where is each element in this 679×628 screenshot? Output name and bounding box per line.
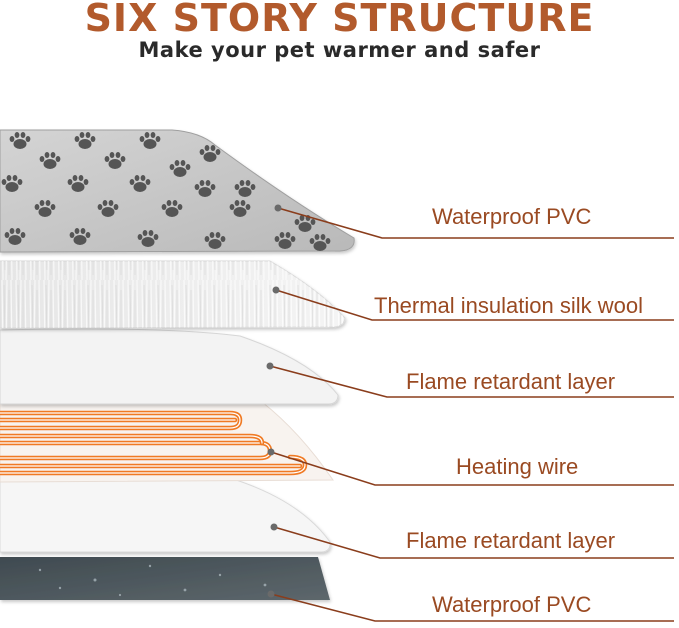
paw-print-icon	[204, 232, 226, 249]
page-title: SIX STORY STRUCTURE	[84, 0, 595, 40]
label-flame-retardant-upper: Flame retardant layer	[406, 369, 616, 394]
leader-lines	[269, 207, 674, 622]
paw-print-icon	[161, 200, 183, 217]
paw-print-icon	[274, 232, 296, 249]
paw-print-icon	[9, 132, 31, 149]
heating-wire-coil	[0, 410, 308, 476]
leader-markers	[266, 204, 282, 598]
label-heating-wire: Heating wire	[456, 454, 579, 479]
paw-print-icon	[104, 152, 126, 169]
paw-print-icon	[199, 145, 221, 162]
paw-print-icon	[34, 200, 56, 217]
marker-5	[270, 523, 278, 531]
layer-flame-retardant-upper	[0, 328, 339, 405]
paw-print-icon	[4, 228, 26, 245]
paw-print-icon	[309, 234, 331, 251]
paw-print-icon	[169, 160, 191, 177]
layer-top-pvc	[0, 129, 355, 253]
paw-print-pattern	[1, 132, 331, 251]
paw-print-icon	[234, 180, 256, 197]
marker-1	[274, 204, 282, 212]
layer-bottom-pvc	[0, 557, 330, 600]
label-thermal-insulation: Thermal insulation silk wool	[374, 293, 643, 318]
paw-print-icon	[69, 228, 91, 245]
paw-print-icon	[229, 200, 251, 217]
layer-flame-retardant-lower	[0, 473, 331, 553]
paw-print-icon	[1, 175, 23, 192]
marker-6	[267, 590, 275, 598]
paw-print-icon	[139, 132, 161, 149]
paw-print-icon	[194, 180, 216, 197]
paw-print-icon	[97, 200, 119, 217]
label-waterproof-pvc-bottom: Waterproof PVC	[432, 592, 592, 617]
paw-print-icon	[74, 132, 96, 149]
marker-2	[272, 286, 280, 294]
paw-print-icon	[39, 152, 61, 169]
paw-print-icon	[137, 230, 159, 247]
label-flame-retardant-lower: Flame retardant layer	[406, 528, 616, 553]
label-waterproof-pvc-top: Waterproof PVC	[432, 204, 592, 229]
page-subtitle: Make your pet warmer and safer	[138, 38, 541, 62]
water-droplets	[38, 564, 267, 597]
marker-3	[266, 362, 274, 370]
marker-4	[267, 448, 275, 456]
paw-print-icon	[67, 175, 89, 192]
paw-print-icon	[129, 175, 151, 192]
